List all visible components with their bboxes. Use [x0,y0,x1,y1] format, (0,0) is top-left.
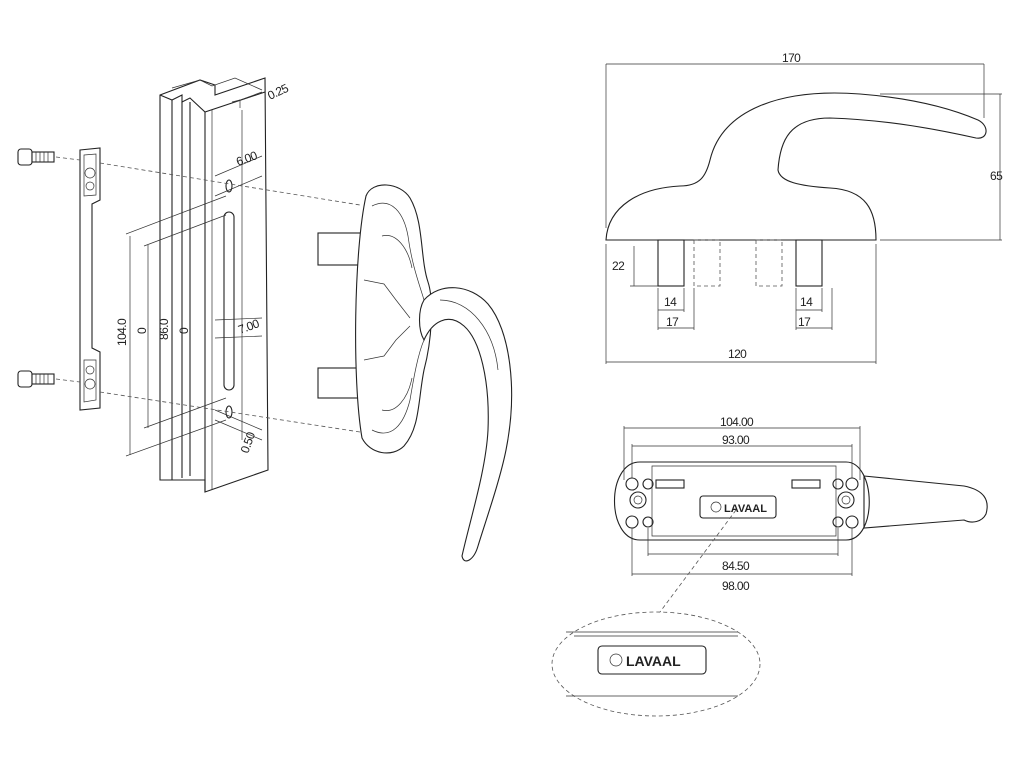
dim-stem-b-outer: 17 [798,315,811,329]
exploded-view: 0.25 6.00 7.00 0.50 104.0 0 86.0 0 [17,77,513,562]
back-plate [79,147,101,411]
logo-detail: LAVAAL [551,509,761,717]
handle-perspective [317,184,513,562]
dim-height-86: 86.0 [157,318,171,340]
dim-zero-a: 0 [135,327,149,334]
dim-height-104: 104.0 [115,318,129,346]
projection-lines [55,156,361,433]
dim-outer-top: 104.00 [720,415,754,429]
dim-stem-a-outer: 17 [666,315,679,329]
brand-logo: LAVAAL [724,503,767,515]
dim-base-width: 120 [728,347,747,361]
side-elevation: 170 65 22 14 17 14 17 120 [605,51,1004,364]
dim-zero-b: 0 [177,327,191,334]
dim-outer-bottom: 98.00 [722,579,750,593]
dim-stem-b-inner: 14 [800,295,813,309]
dim-stem-height: 22 [612,259,625,273]
profile-extrusion [159,77,269,493]
dim-stem-a-inner: 14 [664,295,677,309]
screw-lower [17,370,55,388]
screw-upper [17,148,55,166]
top-view: LAVAAL 104.00 93.00 84.50 98.00 [614,415,988,593]
dim-inner-top: 93.00 [722,433,750,447]
dim-inner-bottom: 84.50 [722,559,750,573]
dim-overall-height: 65 [990,169,1003,183]
profile-dimension-lines [125,91,263,457]
brand-logo-detail: LAVAAL [626,653,681,669]
dim-top-offset: 0.25 [265,81,291,103]
dim-overall-width: 170 [782,51,801,65]
